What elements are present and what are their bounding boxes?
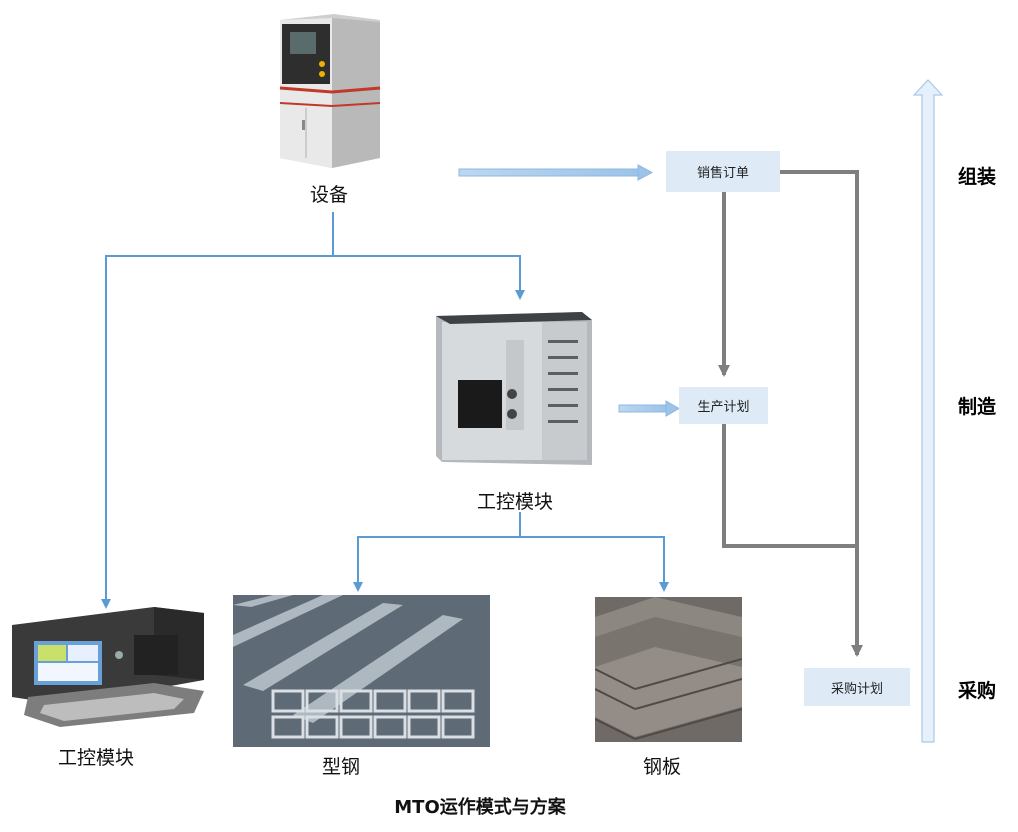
- industrial-pc-image: [12, 607, 204, 727]
- purchase-plan-text: 采购计划: [830, 681, 883, 697]
- stage-manufacture-label: 制造: [958, 396, 997, 418]
- steel-plate-image: [595, 597, 742, 742]
- fat-arrow-to-sales-order: [458, 164, 654, 181]
- equipment-label: 设备: [310, 184, 349, 206]
- industrial-module-chassis-image: [436, 312, 592, 465]
- fat-arrow-to-production-plan: [618, 400, 681, 417]
- industrial-module-center-label: 工控模块: [477, 491, 554, 513]
- production-plan-box: 生产计划: [679, 387, 768, 424]
- stage-purchase-label: 采购: [958, 680, 997, 702]
- equipment-image: [279, 14, 381, 168]
- module-branch-lines: [353, 512, 669, 592]
- steel-plate-label: 钢板: [643, 756, 682, 778]
- sales-order-box: 销售订单: [666, 151, 780, 192]
- stage-progress-arrow: [912, 79, 944, 743]
- industrial-module-left-label: 工控模块: [58, 747, 135, 769]
- process-flow-lines: [718, 170, 863, 657]
- diagram-title: MTO运作模式与方案: [394, 797, 566, 818]
- purchase-plan-box: 采购计划: [804, 668, 910, 706]
- section-steel-image: [233, 595, 490, 747]
- stage-assemble-label: 组装: [958, 166, 997, 188]
- sales-order-text: 销售订单: [696, 166, 749, 181]
- section-steel-label: 型钢: [322, 756, 361, 778]
- equipment-branch-lines: [101, 212, 525, 609]
- production-plan-text: 生产计划: [697, 400, 750, 415]
